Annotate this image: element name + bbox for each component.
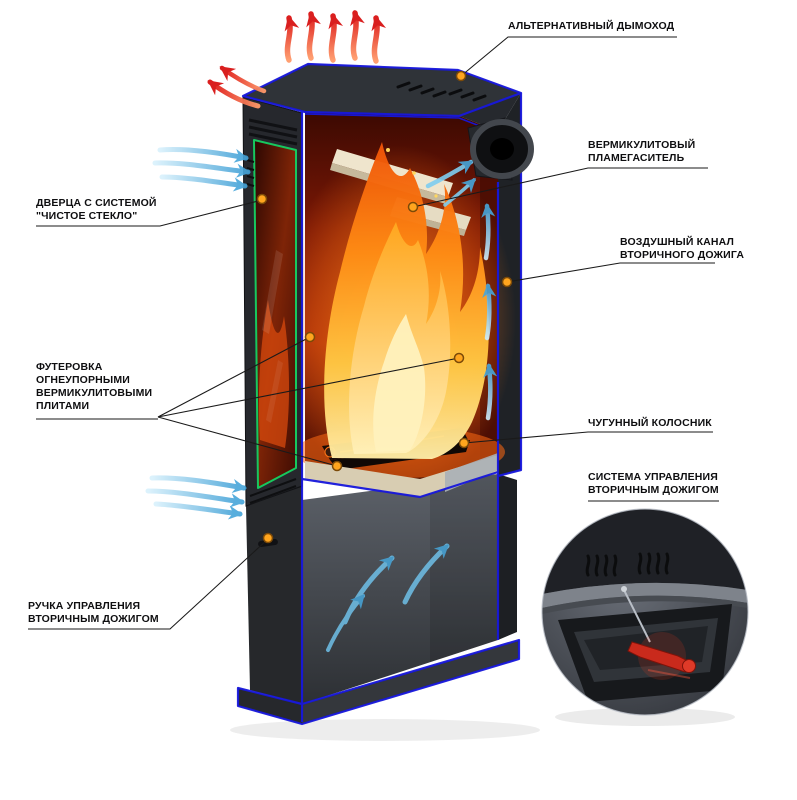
inset-vent-slots xyxy=(585,552,670,577)
channel-air-flow-arrows xyxy=(425,159,498,421)
floor-shadow xyxy=(230,719,540,741)
intake-air-flow-arrows xyxy=(145,146,251,520)
callout-leaders xyxy=(28,36,719,630)
label-control-system: СИСТЕМА УПРАВЛЕНИЯ ВТОРИЧНЫМ ДОЖИГОМ xyxy=(588,471,719,497)
stove-base xyxy=(238,640,519,724)
chimney-outlet xyxy=(467,117,534,181)
label-clean-glass-door: ДВЕРЦА С СИСТЕМОЙ "ЧИСТОЕ СТЕКЛО" xyxy=(36,197,157,223)
label-vermiculite-flame-arrester: ВЕРМИКУЛИТОВЫЙ ПЛАМЕГАСИТЕЛЬ xyxy=(588,139,696,165)
stove-door xyxy=(242,96,303,547)
top-vent-slots xyxy=(396,81,487,102)
stove-top-plate xyxy=(243,64,521,116)
exhaust-flow-arrows xyxy=(207,10,387,109)
label-cast-iron-grate: ЧУГУННЫЙ КОЛОСНИК xyxy=(588,417,712,429)
label-alternative-chimney: АЛЬТЕРНАТИВНЫЙ ДЫМОХОД xyxy=(508,20,675,32)
inset-shadow xyxy=(555,708,735,726)
label-control-handle: РУЧКА УПРАВЛЕНИЯ ВТОРИЧНЫМ ДОЖИГОМ xyxy=(28,600,159,626)
label-vermiculite-lining: ФУТЕРОВКА ОГНЕУПОРНЫМИ ВЕРМИКУЛИТОВЫМИ П… xyxy=(36,361,153,413)
control-system-detail-inset xyxy=(541,508,749,716)
callout-dots xyxy=(256,70,513,544)
door-top-louvers xyxy=(248,118,298,146)
inset-red-lever xyxy=(627,641,691,673)
pedestal-air-flow-arrows xyxy=(326,543,450,652)
flame xyxy=(324,142,489,459)
firebox-interior xyxy=(280,112,516,497)
label-secondary-air-channel: ВОЗДУШНЫЙ КАНАЛ ВТОРИЧНОГО ДОЖИГА xyxy=(620,236,745,262)
